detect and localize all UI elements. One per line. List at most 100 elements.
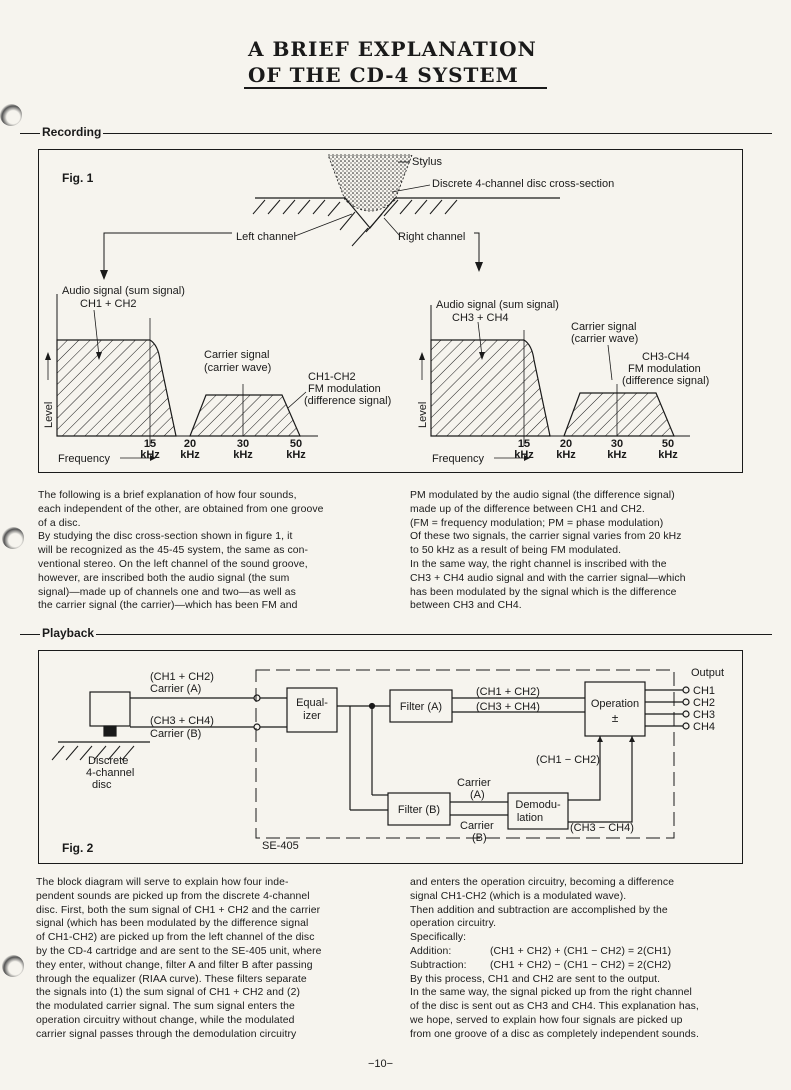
plus-minus-label: ±	[612, 711, 619, 725]
text-line: the modulated carrier signal. The sum si…	[36, 1001, 295, 1013]
text-line: In the same way, the right channel is in…	[410, 558, 667, 570]
left-tick-50-unit: kHz	[286, 449, 306, 461]
text-line: through the equalizer (RIAA curve). Thes…	[36, 973, 307, 985]
cartridge-icon	[89, 691, 131, 727]
left-carrier-label: Carrier signal	[204, 349, 269, 361]
figure-2-label: Fig. 2	[62, 841, 94, 855]
filter-b-label: Filter (B)	[398, 804, 440, 816]
input-ch34-label: (CH3 + CH4)	[150, 715, 214, 727]
text-line: and enters the operation circuitry, beco…	[410, 877, 675, 888]
equalizer-label-2: izer	[303, 710, 321, 722]
text-line: carrier signal passes through the demodu…	[36, 1028, 297, 1040]
text-line: they enter, without change, filter A and…	[36, 959, 313, 971]
recording-heading: Recording	[40, 125, 104, 139]
text-line: disc. First, both the sum signal of CH1 …	[36, 904, 321, 916]
left-audio-sum: CH1 + CH2	[80, 298, 137, 310]
text-line: however, are inscribed both the audio si…	[38, 572, 290, 584]
carrier-a-word: Carrier	[457, 777, 491, 789]
title-underline	[244, 87, 547, 89]
left-diff-label: CH1-CH2	[308, 371, 356, 383]
text-line: operation circuitry without change, whil…	[36, 1014, 295, 1026]
disc-cross-section	[252, 154, 560, 247]
text-line: by the CD-4 cartridge and are sent to th…	[36, 945, 322, 957]
text-line: of a disc.	[38, 517, 81, 529]
text-line: signal (which has been modulated by the …	[36, 918, 309, 930]
right-frequency-axis-label: Frequency	[432, 453, 484, 465]
page-number: −10−	[368, 1058, 394, 1070]
title-line-1: A BRIEF EXPLANATION	[248, 37, 537, 61]
filter-a-label: Filter (A)	[400, 701, 442, 713]
left-tick-15-unit: kHz	[140, 449, 160, 461]
recording-heading-rule	[20, 133, 772, 134]
left-tick-50: 50	[290, 438, 302, 450]
text-line: PM modulated by the audio signal (the di…	[410, 490, 675, 501]
left-tick-15: 15	[144, 438, 156, 450]
playback-heading: Playback	[40, 626, 97, 640]
subtraction-equation: (CH1 + CH2) − (CH1 − CH2) = 2(CH2)	[490, 959, 672, 971]
output-label: Output	[691, 667, 724, 679]
text-line: Then addition and subtraction are accomp…	[410, 904, 668, 916]
text-line: of CH1-CH2) are picked up from the left …	[36, 932, 315, 944]
se405-label: SE-405	[262, 840, 299, 852]
text-line: between CH3 and CH4.	[410, 600, 522, 612]
right-audio-label: Audio signal (sum signal)	[436, 299, 559, 311]
recording-text-left: The following is a brief explanation of …	[38, 489, 370, 613]
right-tick-30-unit: kHz	[607, 449, 627, 461]
page-title: A BRIEF EXPLANATION OF THE CD-4 SYSTEM	[248, 36, 537, 88]
text-line: will be recognized as the 45-45 system, …	[38, 545, 309, 557]
right-tick-30: 30	[611, 438, 623, 450]
left-diff-signal: (difference signal)	[304, 395, 391, 407]
text-line: the carrier signal (the carrier)—which h…	[38, 600, 298, 612]
text-line: each independent of the other, are obtai…	[38, 503, 324, 515]
disc-label-1: Discrete	[88, 755, 128, 767]
addition-label: Addition:	[410, 945, 452, 957]
punch-hole-icon	[0, 104, 22, 126]
diff-ch12-label: (CH1 − CH2)	[536, 754, 600, 766]
left-frequency-axis-label: Frequency	[58, 453, 110, 465]
playback-text-right: and enters the operation circuitry, beco…	[410, 876, 745, 1042]
playback-text-left: The block diagram will serve to explain …	[36, 876, 372, 1042]
figure-1-label: Fig. 1	[62, 171, 94, 185]
diff-ch34-label: (CH3 − CH4)	[570, 822, 634, 834]
disc-label-2: 4-channel	[86, 767, 134, 779]
title-line-2: OF THE CD-4 SYSTEM	[248, 63, 519, 87]
text-line: CH3 + CH4 audio signal and with the carr…	[410, 572, 686, 584]
text-line: (FM = frequency modulation; PM = phase m…	[410, 517, 664, 529]
right-tick-20-unit: kHz	[556, 449, 576, 461]
left-channel-label: Left channel	[236, 231, 296, 243]
filter-a-out-ch12: (CH1 + CH2)	[476, 686, 540, 698]
text-line: signal)—made up of channels one and two—…	[38, 586, 296, 598]
text-line: made up of the difference between CH1 an…	[410, 503, 645, 515]
right-diff-signal: (difference signal)	[622, 375, 709, 387]
right-tick-50-unit: kHz	[658, 449, 678, 461]
right-level-axis-label: Level	[417, 402, 429, 428]
right-audio-sum: CH3 + CH4	[452, 312, 509, 324]
input-ch12-label: (CH1 + CH2)	[150, 671, 214, 683]
output-ch3: CH3	[693, 709, 715, 721]
demodulation-label-1: Demodu-	[515, 799, 561, 811]
addition-equation: (CH1 + CH2) + (CH1 − CH2) = 2(CH1)	[490, 945, 672, 957]
left-tick-20-unit: kHz	[180, 449, 200, 461]
text-line: of the disc is sent out as CH3 and CH4. …	[410, 1001, 699, 1013]
right-diff-label: CH3-CH4	[642, 351, 690, 363]
input-carrier-b-label: Carrier (B)	[150, 728, 201, 740]
disc-cross-section-label: Discrete 4-channel disc cross-section	[432, 178, 614, 190]
text-line: In the same way, the signal picked up fr…	[410, 987, 692, 999]
text-line: ventional stereo. On the left channel of…	[38, 558, 308, 570]
right-tick-50: 50	[662, 438, 674, 450]
recording-text-right: PM modulated by the audio signal (the di…	[410, 489, 745, 613]
right-fm-label: FM modulation	[628, 363, 701, 375]
right-tick-15-unit: kHz	[514, 449, 534, 461]
text-line: signal CH1-CH2 (which is a modulated wav…	[410, 890, 627, 902]
subtraction-label: Subtraction:	[410, 959, 467, 971]
operation-label: Operation	[591, 698, 639, 710]
left-spectrum-chart	[45, 294, 318, 461]
input-carrier-a-label: Carrier (A)	[150, 683, 201, 695]
right-tick-15: 15	[518, 438, 530, 450]
text-line: operation circuitry.	[410, 918, 497, 930]
text-line: to 50 kHz as a result of being FM modula…	[410, 545, 622, 557]
right-carrier-label: Carrier signal	[571, 321, 636, 333]
left-fm-label: FM modulation	[308, 383, 381, 395]
equalizer-label-1: Equal-	[296, 697, 328, 709]
